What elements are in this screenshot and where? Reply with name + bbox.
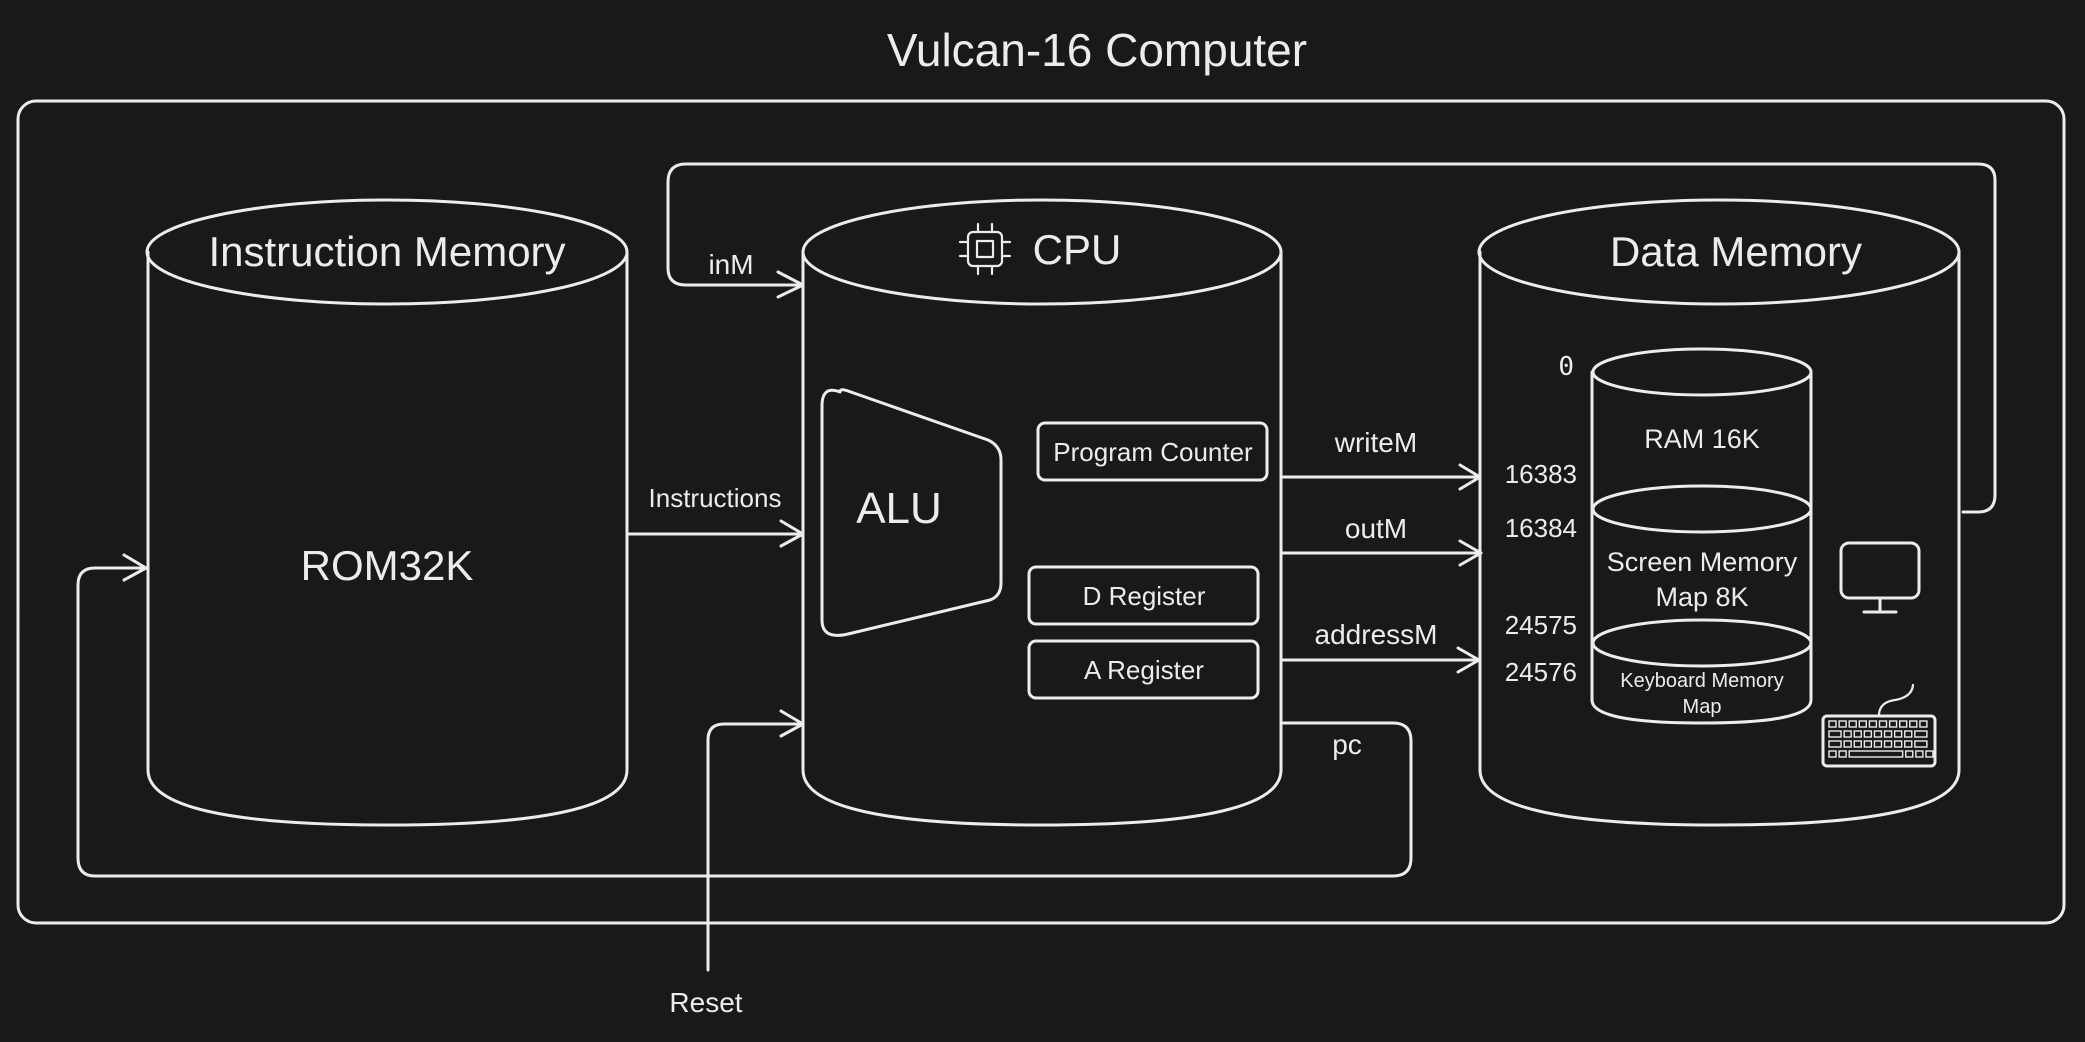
keyboard-key: [1828, 720, 1837, 728]
keyboard-key: [1838, 720, 1847, 728]
address-label: 24576: [1505, 657, 1577, 687]
keyboard-key: [1843, 730, 1852, 738]
screen-segment-top: [1591, 484, 1813, 534]
signal-label-writeM: writeM: [1334, 427, 1417, 458]
cpu-label: CPU: [1033, 226, 1122, 273]
keyboard-key: [1843, 740, 1852, 748]
data-memory-body: [1478, 250, 1961, 827]
keyboard-key: [1828, 730, 1842, 738]
instruction-memory-cylinder: Instruction Memory ROM32K: [145, 198, 629, 827]
signal-label-reset: Reset: [669, 987, 742, 1018]
keyboard-key: [1828, 750, 1837, 758]
keyboard-key: [1904, 730, 1913, 738]
keyboard-key: [1848, 750, 1904, 758]
signal-label-outM: outM: [1345, 513, 1407, 544]
keyboard-memory-label-line1: Keyboard Memory: [1620, 670, 1783, 692]
signal-label-addressM: addressM: [1315, 619, 1438, 650]
instruction-memory-body: [146, 250, 629, 827]
inM-wire: [666, 162, 1997, 514]
address-label: 16383: [1505, 459, 1577, 489]
keyboard-key: [1914, 730, 1928, 738]
keyboard-key: [1915, 750, 1924, 758]
keyboard-memory-label-line2: Map: [1683, 696, 1722, 718]
alu-block: [820, 388, 1003, 637]
keyboard-segment-top: [1591, 618, 1813, 668]
pc-wire: [76, 566, 1413, 878]
a-register-box: [1027, 639, 1260, 700]
address-label: 16384: [1505, 513, 1577, 543]
pc-arrowhead: [122, 553, 148, 582]
program-counter-label: Program Counter: [1053, 437, 1253, 467]
keyboard-key: [1883, 740, 1893, 748]
keyboard-key: [1868, 720, 1878, 728]
keyboard-key: [1909, 720, 1918, 728]
keyboard-key: [1888, 720, 1898, 728]
keyboard-key: [1873, 730, 1883, 738]
computer-frame: [16, 99, 2066, 925]
d-register-box: [1027, 565, 1260, 626]
ram-segment-top: [1591, 347, 1813, 397]
monitor-icon: [1839, 541, 1921, 614]
data-memory-top: [1477, 198, 1961, 306]
keyboard-key: [1853, 730, 1862, 738]
diagram-title: Vulcan-16 Computer: [887, 24, 1307, 76]
keyboard-key: [1905, 750, 1914, 758]
keyboard-key: [1878, 720, 1888, 728]
keyboard-key: [1883, 730, 1893, 738]
cpu-chip-icon: [958, 222, 1012, 276]
rom32k-label: ROM32K: [301, 542, 474, 589]
screen-memory-label-line1: Screen Memory: [1607, 547, 1798, 577]
cpu-body: [801, 250, 1283, 827]
signal-label-inM: inM: [708, 249, 753, 280]
signal-label-pc: pc: [1332, 729, 1362, 760]
keyboard-key: [1838, 750, 1847, 758]
ram-16k-label: RAM 16K: [1644, 424, 1760, 454]
memory-map-stack: RAM 16K Screen Memory Map 8K Keyboard Me…: [1590, 347, 1813, 725]
keyboard-key: [1914, 740, 1928, 748]
program-counter-box: [1036, 421, 1269, 482]
keyboard-key: [1853, 740, 1862, 748]
keyboard-key: [1873, 740, 1883, 748]
keyboard-key: [1858, 720, 1868, 728]
keyboard-key: [1828, 740, 1842, 748]
a-register-label: A Register: [1084, 655, 1204, 685]
d-register-label: D Register: [1083, 581, 1206, 611]
signal-label-instructions: Instructions: [649, 483, 782, 513]
keyboard-key: [1925, 750, 1934, 758]
keyboard-icon: [1821, 683, 1937, 768]
keyboard-key: [1898, 720, 1908, 728]
address-label: 0: [1558, 352, 1574, 382]
keyboard-key: [1893, 730, 1903, 738]
screen-memory-label-line2: Map 8K: [1655, 582, 1748, 612]
memory-map-body: [1590, 370, 1813, 725]
keyboard-key: [1893, 740, 1903, 748]
keyboard-key: [1919, 720, 1928, 728]
keyboard-key: [1904, 740, 1913, 748]
data-memory-label: Data Memory: [1610, 228, 1862, 275]
cpu-cylinder: CPU ALU Program Counter D Register A Reg…: [801, 198, 1283, 827]
instruction-memory-top: [145, 198, 629, 306]
address-label: 24575: [1505, 610, 1577, 640]
keyboard-key: [1848, 720, 1857, 728]
keyboard-key: [1863, 740, 1873, 748]
cpu-top: [801, 198, 1283, 306]
data-memory-cylinder: Data Memory RAM 16K Screen Memory Map 8K…: [1477, 198, 1961, 827]
keyboard-key: [1863, 730, 1873, 738]
alu-label: ALU: [856, 484, 942, 533]
reset-wire: [706, 722, 805, 972]
instruction-memory-label: Instruction Memory: [208, 228, 565, 275]
